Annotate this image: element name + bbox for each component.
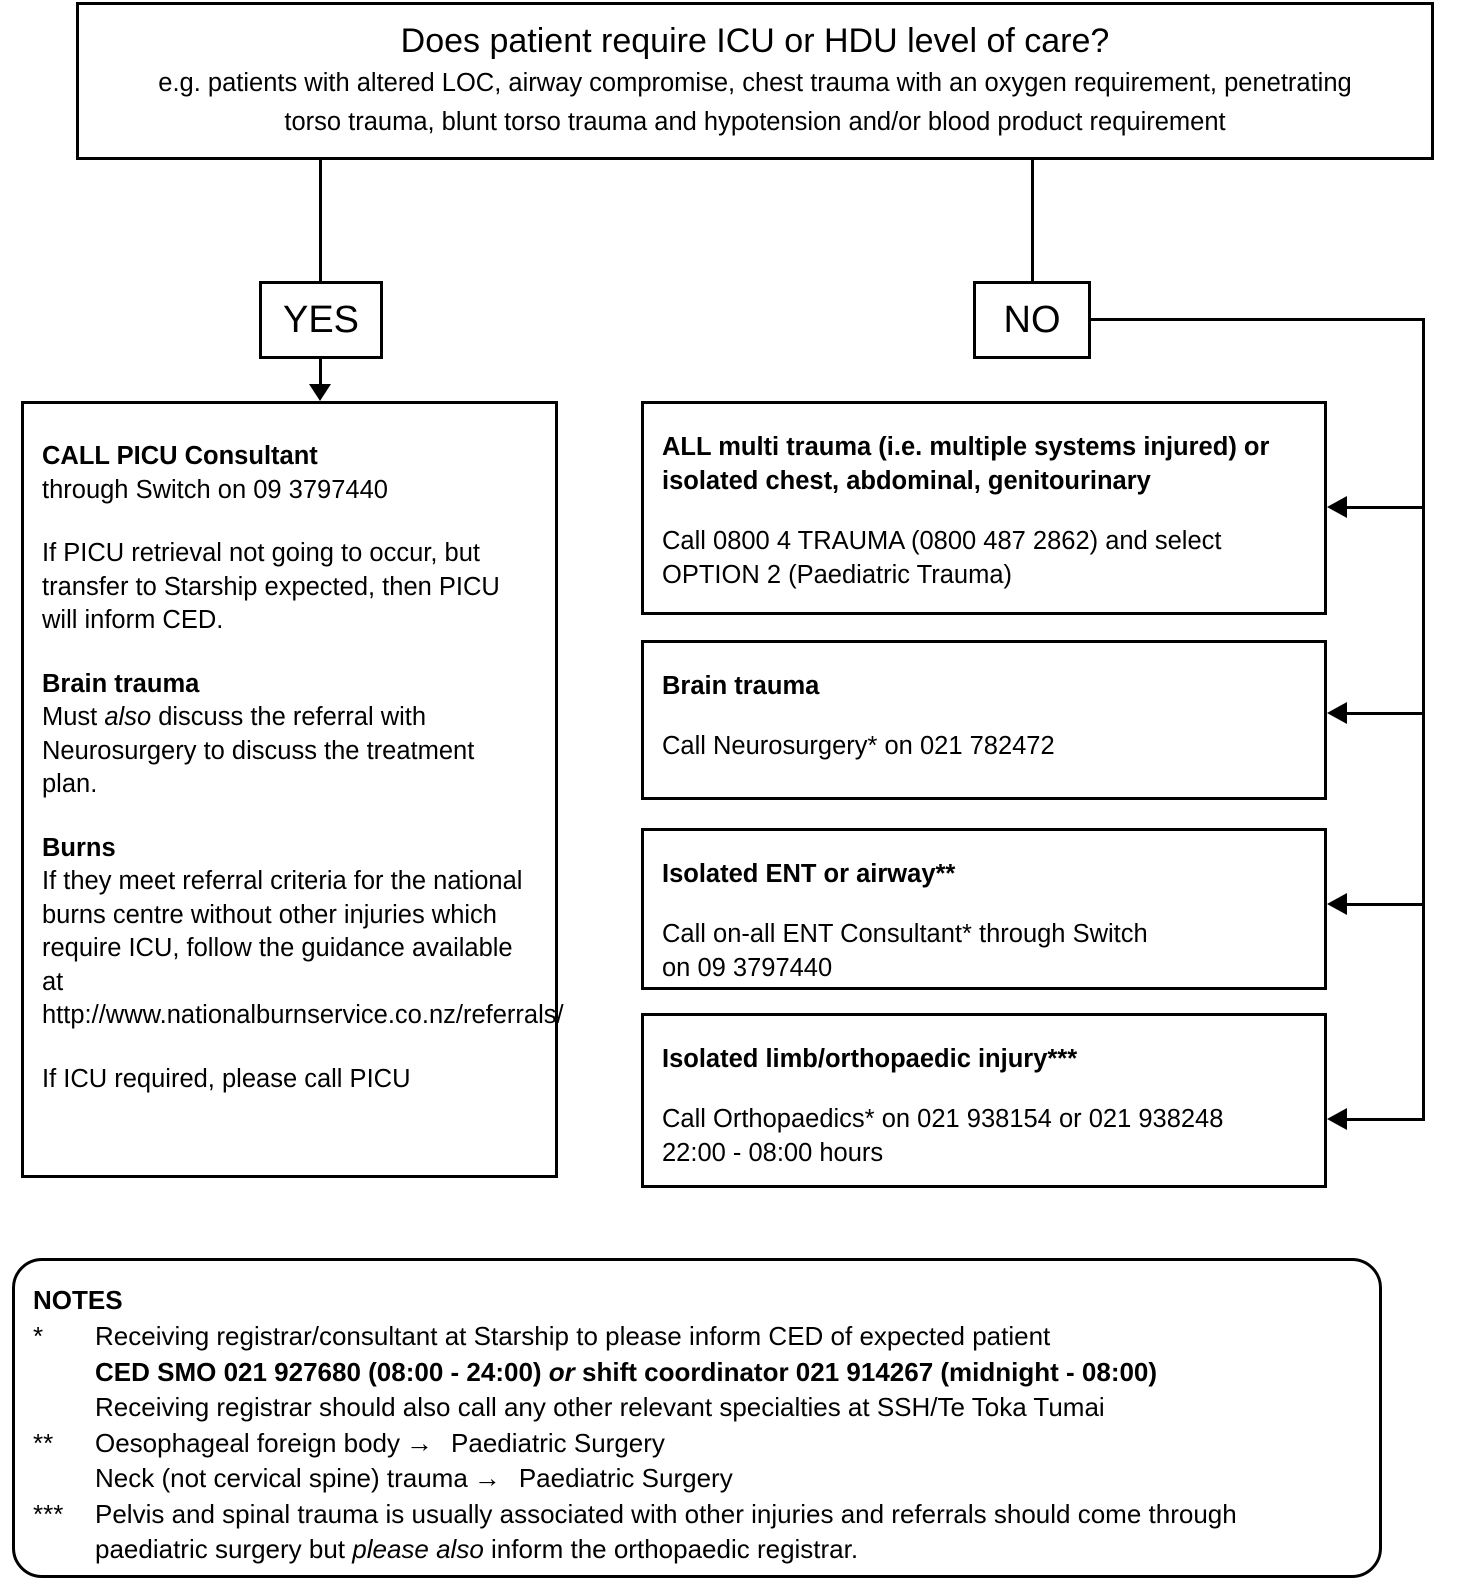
note2-line2-source: Neck (not cervical spine) trauma <box>95 1463 468 1493</box>
picu-brain-text-b: discuss the referral with Neurosurgery t… <box>42 703 475 798</box>
note-marker-triple-asterisk: *** <box>33 1498 64 1529</box>
spacer <box>662 703 1304 729</box>
arrowhead-bus-to-box-4 <box>1327 1108 1347 1130</box>
spacer <box>42 638 533 668</box>
picu-brain-trauma-heading: Brain trauma <box>42 669 200 698</box>
isolated-ent-heading: Isolated ENT or airway** <box>662 860 956 888</box>
decision-no-box: NO <box>973 281 1091 359</box>
note3-line2-b: inform the orthopaedic registrar. <box>483 1534 859 1564</box>
note1-line-2: CED SMO 021 927680 (08:00 - 24:00) or sh… <box>95 1355 1361 1391</box>
spacer <box>42 507 533 537</box>
note3-line2-italic: please also <box>352 1534 484 1564</box>
note1-line-1: Receiving registrar/consultant at Starsh… <box>95 1321 1051 1351</box>
picu-brain-text-italic: also <box>104 703 152 731</box>
isolated-limb-orthopaedic-box: Isolated limb/orthopaedic injury*** Call… <box>641 1013 1327 1188</box>
notes-title: NOTES <box>33 1285 123 1315</box>
note3-line2-a: paediatric surgery but <box>95 1534 353 1564</box>
picu-brain-text-a: Must <box>42 703 105 731</box>
isolated-limb-heading: Isolated limb/orthopaedic injury*** <box>662 1045 1078 1073</box>
spacer <box>662 498 1304 524</box>
note2-line2-target: Paediatric Surgery <box>518 1463 733 1493</box>
right-arrow-icon: → <box>406 1427 434 1458</box>
note1-line2-italic: or <box>548 1356 575 1387</box>
multi-trauma-box: ALL multi trauma (i.e. multiple systems … <box>641 401 1327 615</box>
right-arrow-icon: → <box>473 1463 501 1493</box>
notes-box: NOTES * Receiving registrar/consultant a… <box>12 1258 1382 1578</box>
note-row-double-asterisk: ** Oesophageal foreign body→Paediatric S… <box>33 1426 1361 1497</box>
note-row-triple-asterisk: *** Pelvis and spinal trauma is usually … <box>33 1497 1361 1568</box>
isolated-limb-body-line-1: Call Orthopaedics* on 021 938154 or 021 … <box>662 1105 1224 1133</box>
spacer <box>42 1033 533 1063</box>
question-subtitle-line-2: torso trauma, blunt torso trauma and hyp… <box>284 108 1226 136</box>
picu-burns-text: If they meet referral criteria for the n… <box>42 867 564 1029</box>
note2-line1-source: Oesophageal foreign body <box>95 1427 401 1458</box>
picu-retrieval-paragraph: If PICU retrieval not going to occur, bu… <box>42 539 500 634</box>
decision-question-box: Does patient require ICU or HDU level of… <box>76 2 1434 160</box>
note1-line2-a: CED SMO 021 927680 (08:00 - 24:00) <box>95 1356 549 1387</box>
note-row-single-asterisk: * Receiving registrar/consultant at Star… <box>33 1319 1361 1426</box>
isolated-ent-body-line-2: on 09 3797440 <box>662 954 833 982</box>
multi-trauma-heading-line-1: ALL multi trauma (i.e. multiple systems … <box>662 433 1270 461</box>
brain-trauma-heading: Brain trauma <box>662 672 820 700</box>
picu-heading-sub: through Switch on 09 3797440 <box>42 475 388 504</box>
connector-no-to-bus <box>1091 318 1425 321</box>
multi-trauma-body-line-1: Call 0800 4 TRAUMA (0800 487 2862) and s… <box>662 527 1222 555</box>
note1-line-3: Receiving registrar should also call any… <box>95 1392 1105 1422</box>
picu-brain-trauma-text: Must also discuss the referral with Neur… <box>42 701 533 802</box>
picu-burns-heading: Burns <box>42 833 116 862</box>
connector-bus-to-box-3 <box>1345 903 1423 906</box>
multi-trauma-body-line-2: OPTION 2 (Paediatric Trauma) <box>662 561 1013 589</box>
connector-bus-to-box-2 <box>1345 712 1423 715</box>
connector-header-to-yes <box>319 160 322 281</box>
spacer <box>42 802 533 832</box>
note-body-triple-asterisk: Pelvis and spinal trauma is usually asso… <box>95 1497 1361 1568</box>
note-marker-single-asterisk: * <box>33 1321 44 1351</box>
note2-line-2: Neck (not cervical spine) trauma→ Paediat… <box>95 1461 1361 1497</box>
connector-bus-to-box-1 <box>1345 506 1423 509</box>
isolated-ent-airway-box: Isolated ENT or airway** Call on-all ENT… <box>641 828 1327 990</box>
note2-line1-target: Paediatric Surgery <box>451 1427 665 1458</box>
note-marker-double-asterisk: ** <box>33 1427 54 1458</box>
arrowhead-bus-to-box-3 <box>1327 893 1347 915</box>
arrowhead-bus-to-box-1 <box>1327 496 1347 518</box>
decision-no-label: NO <box>1003 299 1061 341</box>
question-subtitle-line-1: e.g. patients with altered LOC, airway c… <box>158 69 1352 97</box>
spacer <box>662 1076 1304 1102</box>
note-body-single-asterisk: Receiving registrar/consultant at Starsh… <box>95 1319 1361 1426</box>
isolated-ent-body-line-1: Call on-all ENT Consultant* through Swit… <box>662 920 1148 948</box>
isolated-limb-body-line-2: 22:00 - 08:00 hours <box>662 1139 884 1167</box>
note1-line2-b: shift coordinator 021 914267 (midnight -… <box>574 1356 1158 1387</box>
arrowhead-bus-to-box-2 <box>1327 702 1347 724</box>
brain-trauma-box: Brain trauma Call Neurosurgery* on 021 7… <box>641 640 1327 800</box>
connector-bus-to-box-4 <box>1345 1118 1423 1121</box>
arrowhead-yes-to-picu <box>309 384 331 401</box>
page-title: Does patient require ICU or HDU level of… <box>400 22 1110 60</box>
connector-yes-to-picu <box>319 359 322 386</box>
decision-yes-label: YES <box>282 299 360 341</box>
picu-final-text: If ICU required, please call PICU <box>42 1064 411 1093</box>
note3-line-1: Pelvis and spinal trauma is usually asso… <box>95 1498 1237 1529</box>
brain-trauma-body-line-1: Call Neurosurgery* on 021 782472 <box>662 732 1055 760</box>
note-body-double-asterisk: Oesophageal foreign body→Paediatric Surg… <box>95 1426 1361 1497</box>
decision-yes-box: YES <box>259 281 383 359</box>
note2-line-1: Oesophageal foreign body→ Paediatric Surg… <box>95 1426 1361 1462</box>
note3-line-2: paediatric surgery but please also infor… <box>95 1532 1361 1568</box>
multi-trauma-heading-line-2: isolated chest, abdominal, genitourinary <box>662 467 1151 495</box>
spacer <box>662 891 1304 917</box>
picu-heading: CALL PICU Consultant <box>42 442 318 470</box>
picu-consultant-box: CALL PICU Consultant through Switch on 0… <box>21 401 564 1178</box>
connector-bus-vertical <box>1422 318 1425 1121</box>
connector-header-to-no <box>1031 160 1034 281</box>
